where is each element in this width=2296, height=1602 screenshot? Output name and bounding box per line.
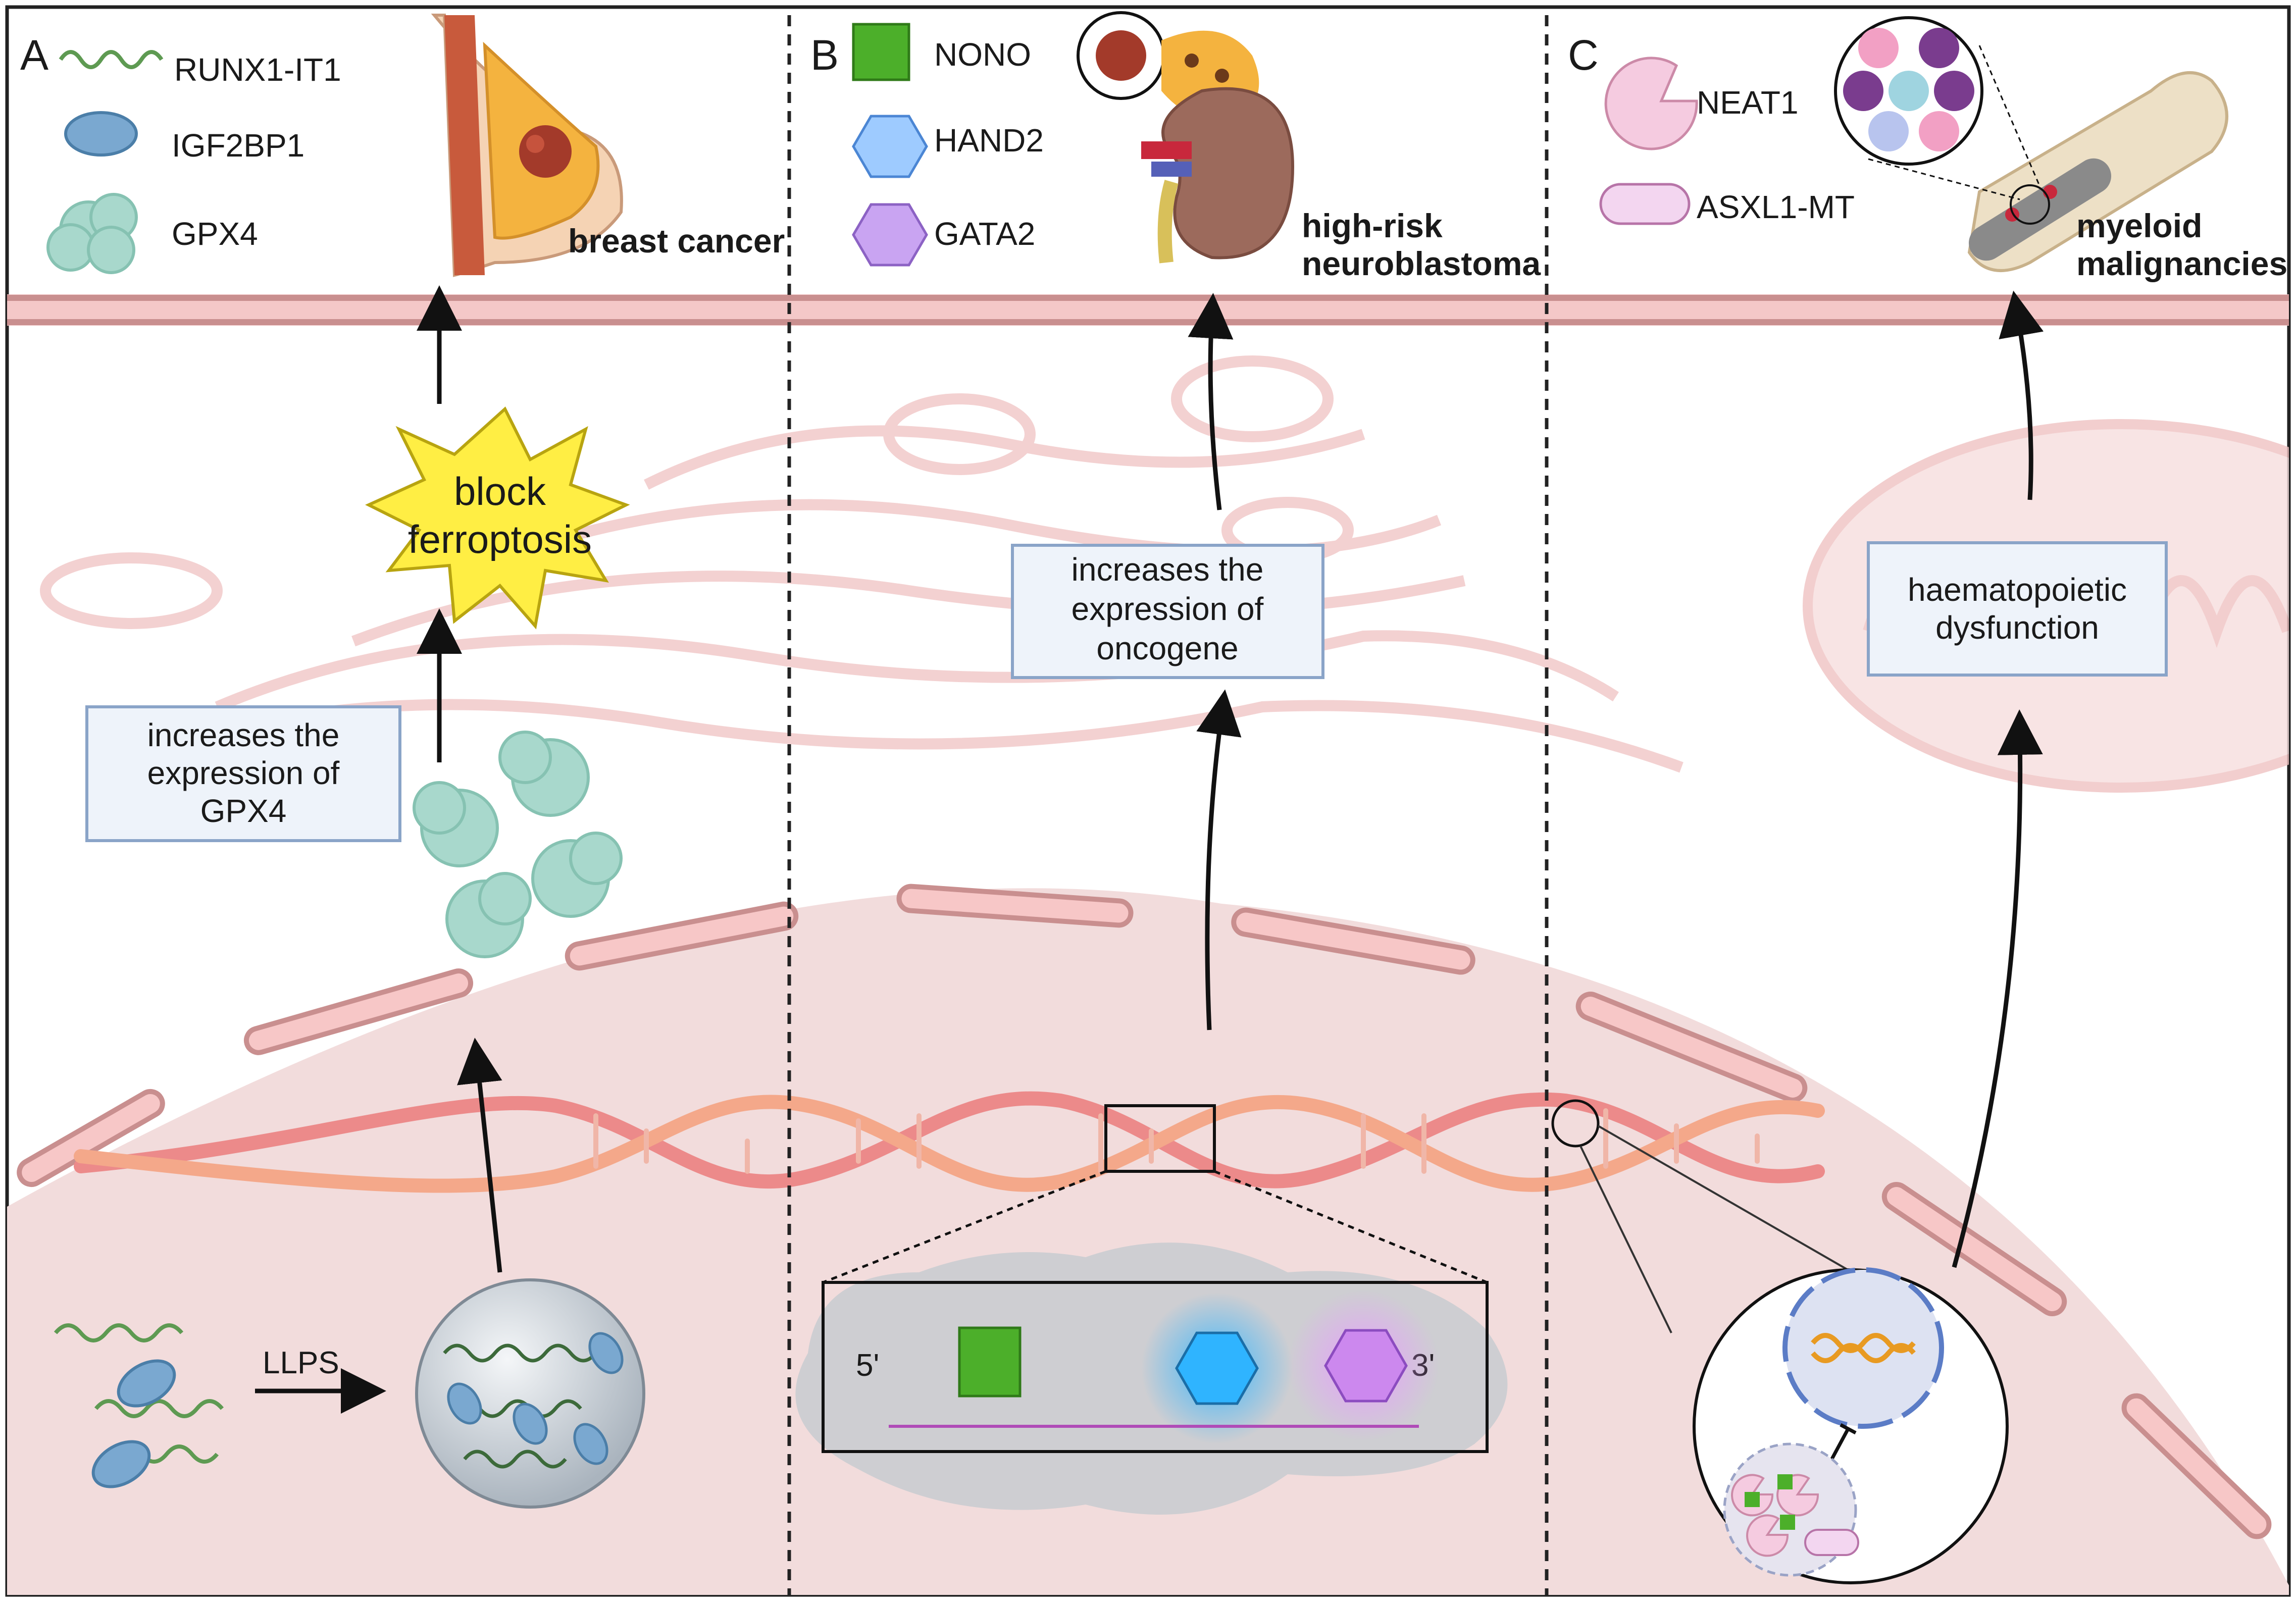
runx1-it1-legend-icon <box>59 50 164 69</box>
arrow-a-bottom <box>457 1038 502 1273</box>
process-box-b-line3: oncogene <box>1096 630 1238 666</box>
plasma-membrane <box>7 294 2289 326</box>
panel-letter-c: C <box>1568 31 1599 79</box>
arrow-b-top <box>1188 293 1234 510</box>
disease-label-a: breast cancer <box>568 222 785 260</box>
strand-5-prime: 5' <box>856 1348 879 1383</box>
neat1-legend-icon <box>1604 57 1698 150</box>
nono-legend-icon <box>852 23 910 81</box>
nono-bound <box>958 1326 1022 1398</box>
process-box-b-line2: expression of <box>1072 591 1264 627</box>
block-ferroptosis-star <box>365 406 630 630</box>
zoom-panel-b <box>822 1281 1489 1453</box>
gpx4-protein-cluster <box>413 731 623 958</box>
breast-illustration-icon <box>431 14 623 277</box>
gata2-legend-icon <box>852 203 928 267</box>
star-label-line1: block <box>454 469 546 513</box>
legend-igf2bp1: IGF2BP1 <box>172 127 304 164</box>
asxl1-mt-legend-icon <box>1599 183 1691 225</box>
condensate-droplet-icon <box>415 1278 645 1509</box>
panel-letter-a: A <box>20 31 48 79</box>
dna-zoom-region <box>1104 1104 1216 1173</box>
legend-gpx4: GPX4 <box>172 216 258 252</box>
dna-zoom-circle <box>1551 1099 1600 1148</box>
arrow-c-top <box>1999 290 2044 500</box>
panel-c: C NEAT1 ASXL1-MT myeloid malignancies ha… <box>1551 16 2287 1584</box>
process-box-c-line2: dysfunction <box>1935 609 2099 646</box>
disease-label-b-line2: neuroblastoma <box>1302 245 1541 282</box>
process-box-a <box>85 705 401 842</box>
gpx4-legend-icon <box>46 193 138 274</box>
igf2bp1-legend-icon <box>64 111 138 157</box>
arrow-b-mid <box>1196 689 1242 1030</box>
kidney-adrenal-icon <box>1077 11 1295 264</box>
hand2-legend-icon <box>852 115 928 178</box>
process-box-b-line1: increases the <box>1072 551 1264 588</box>
process-box-c-line1: haematopoietic <box>1908 572 2127 608</box>
nucleus-zoom-inset <box>1693 1267 2009 1584</box>
panel-a: A RUNX1-IT1 IGF2BP1 GPX4 breast cancer b… <box>20 14 785 1509</box>
process-box-b <box>1011 544 1324 679</box>
arrow-c-mid <box>1952 709 2043 1268</box>
panel-letter-b: B <box>810 31 839 79</box>
process-box-a-line3: GPX4 <box>200 793 287 829</box>
process-box-c <box>1867 541 2168 677</box>
gata2-bound <box>1324 1329 1408 1403</box>
dna-helix-icon <box>74 1091 1825 1193</box>
legend-gata2: GATA2 <box>934 216 1035 252</box>
bone-marrow-icon <box>1834 16 2228 272</box>
disease-label-c-line2: malignancies <box>2076 245 2287 282</box>
legend-asxl1-mt: ASXL1-MT <box>1697 189 1855 225</box>
process-box-a-line1: increases the <box>147 717 340 753</box>
legend-nono: NONO <box>934 36 1031 73</box>
legend-runx1-it1: RUNX1-IT1 <box>174 51 341 88</box>
llps-label: LLPS <box>263 1346 339 1380</box>
star-label-line2: ferroptosis <box>408 517 592 561</box>
hand2-bound <box>1175 1331 1259 1405</box>
disease-label-c-line1: myeloid <box>2076 207 2202 244</box>
runx1-igf2bp1-free <box>54 1323 224 1488</box>
disease-label-b-line1: high-risk <box>1302 207 1443 244</box>
panel-b: B NONO HAND2 GATA2 high-risk neuroblasto… <box>795 11 1541 1515</box>
process-box-a-line2: expression of <box>147 755 340 791</box>
legend-hand2: HAND2 <box>934 122 1044 159</box>
legend-neat1: NEAT1 <box>1697 84 1799 121</box>
